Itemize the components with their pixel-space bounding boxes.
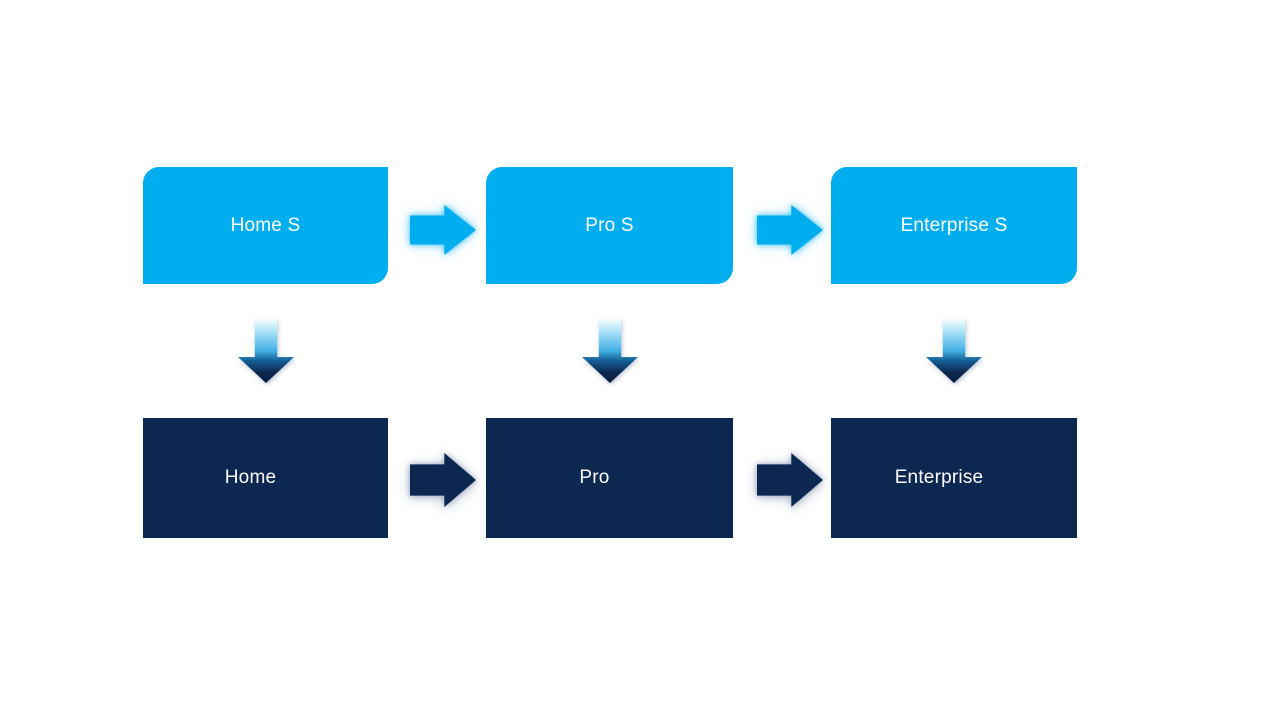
down-arrow-icon <box>582 318 638 383</box>
node-enterprise-s-label: Enterprise S <box>900 214 1008 236</box>
node-enterprise: Enterprise <box>831 418 1077 538</box>
node-home: Home <box>143 418 388 538</box>
right-arrow-shape <box>410 205 476 255</box>
right-arrow-shape <box>410 453 476 507</box>
node-pro-s: Pro S <box>486 167 733 284</box>
node-home-label: Home <box>224 467 277 488</box>
down-arrow-shape <box>926 318 982 383</box>
node-enterprise-s: Enterprise S <box>831 167 1077 284</box>
node-pro-label: Pro <box>579 467 610 488</box>
node-home-s-label: Home S <box>230 214 301 236</box>
right-arrow-icon <box>410 453 476 507</box>
right-arrow-icon <box>410 205 476 255</box>
down-arrow-shape <box>238 318 294 383</box>
down-arrow-icon <box>238 318 294 383</box>
node-pro-s-label: Pro S <box>585 214 634 236</box>
down-arrow-icon <box>926 318 982 383</box>
right-arrow-shape <box>757 205 823 255</box>
right-arrow-icon <box>757 453 823 507</box>
right-arrow-shape <box>757 453 823 507</box>
right-arrow-icon <box>757 205 823 255</box>
node-pro: Pro <box>486 418 733 538</box>
node-home-s: Home S <box>143 167 388 284</box>
node-enterprise-label: Enterprise <box>894 467 984 488</box>
down-arrow-shape <box>582 318 638 383</box>
